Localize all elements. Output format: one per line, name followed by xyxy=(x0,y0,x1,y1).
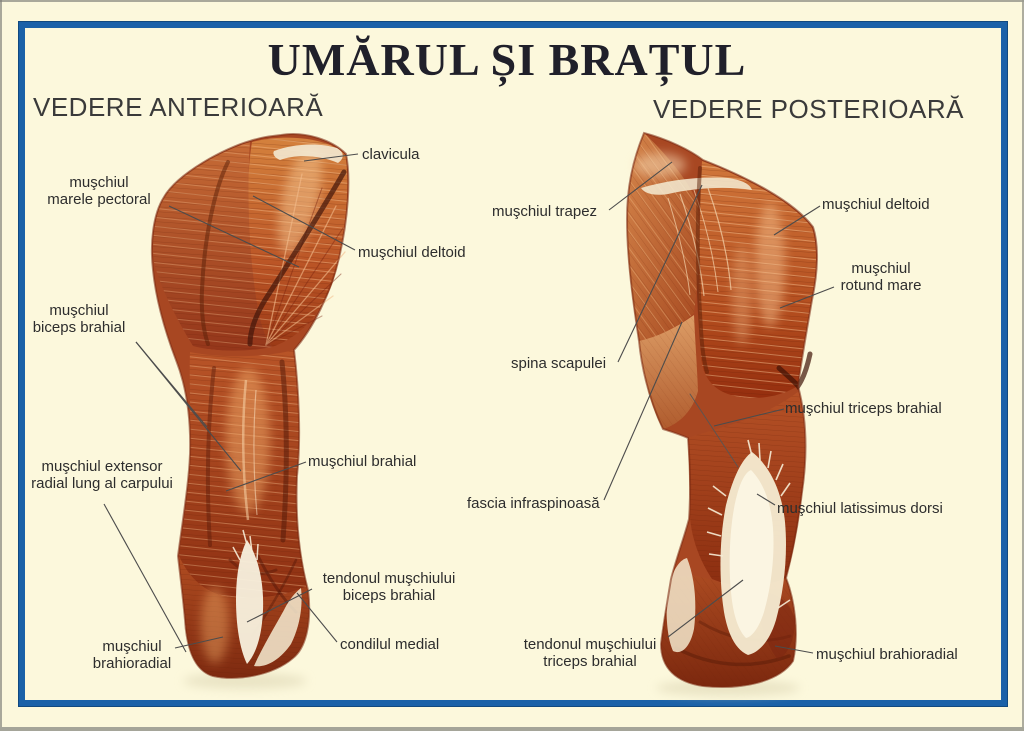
screenshot-edge-top xyxy=(0,0,1024,2)
leader-extensor xyxy=(103,503,187,653)
leader-tendon-triceps xyxy=(667,579,744,638)
triceps-tendon-white xyxy=(666,439,791,655)
label-muschiul-trapez: muşchiul trapez xyxy=(492,203,598,220)
label-line: muşchiul extensor xyxy=(41,458,163,475)
leader-deltoid-right xyxy=(773,205,821,236)
leader-deltoid-left xyxy=(252,195,356,251)
label-condilul-medial: condilul medial xyxy=(340,636,440,653)
label-line: muşchiul xyxy=(49,302,109,319)
leader-tendon-biceps xyxy=(246,588,313,623)
leader-triceps xyxy=(713,408,785,427)
leader-rotund-mare xyxy=(779,286,835,309)
leader-marele-pectoral xyxy=(168,205,300,268)
poster-title: UMĂRUL ȘI BRAȚUL xyxy=(267,34,747,85)
scapular-spine-highlight xyxy=(641,177,752,195)
label-muschiul-rotund-mare: muşchiul rotund mare xyxy=(834,260,928,294)
leader-spina-scapulei xyxy=(617,184,703,363)
label-muschiul-deltoid-anterior: muşchiul deltoid xyxy=(358,244,466,261)
figure-anterior-arm xyxy=(150,133,350,679)
leader-fascia xyxy=(603,321,683,501)
label-muschiul-latissimus-dorsi: muşchiul latissimus dorsi xyxy=(777,500,943,517)
label-muschiul-biceps-brahial: muşchiul biceps brahial xyxy=(22,302,136,336)
label-clavicula: clavicula xyxy=(362,146,420,163)
label-muschiul-triceps-brahial: muşchiul triceps brahial xyxy=(785,400,942,417)
leader-brahial xyxy=(225,461,307,492)
muscle-fiber-fan xyxy=(265,173,346,346)
figure-posterior-arm xyxy=(626,132,819,688)
leader-condil xyxy=(296,592,338,643)
screenshot-edge-left xyxy=(0,0,2,731)
label-line: triceps brahial xyxy=(543,653,637,670)
leader-biceps-2 xyxy=(135,341,242,472)
label-muschiul-marele-pectoral: muşchiul marele pectoral xyxy=(33,174,165,208)
label-muschiul-brahioradial-posterior: muşchiul brahioradial xyxy=(816,646,958,663)
label-line: muşchiul xyxy=(102,638,162,655)
heading-vedere-anterioara: VEDERE ANTERIOARĂ xyxy=(33,92,324,122)
leader-lines xyxy=(103,153,835,654)
leader-brahioradial-left xyxy=(174,636,224,649)
label-line: biceps brahial xyxy=(342,587,436,604)
screenshot-edge-bottom xyxy=(0,727,1024,731)
label-fascia-infraspinoasa: fascia infraspinoasă xyxy=(467,495,600,512)
leader-brahioradial-right xyxy=(774,645,814,654)
label-muschiul-brahial: muşchiul brahial xyxy=(308,453,417,470)
label-muschiul-extensor-radial: muşchiul extensor radial lung al carpulu… xyxy=(20,458,184,492)
label-line: marele pectoral xyxy=(47,191,151,208)
screenshot-edge-right xyxy=(1022,0,1024,731)
leader-trapez xyxy=(608,161,673,211)
label-line: rotund mare xyxy=(840,277,922,294)
heading-vedere-posterioara: VEDERE POSTERIOARĂ xyxy=(653,94,964,124)
leader-clavicula xyxy=(303,153,359,162)
label-muschiul-deltoid-posterior: muşchiul deltoid xyxy=(822,196,930,213)
label-line: muşchiul xyxy=(851,260,911,277)
label-tendonul-biceps-brahial: tendonul muşchiului biceps brahial xyxy=(314,570,464,604)
label-spina-scapulei: spina scapulei xyxy=(511,355,607,372)
label-muschiul-brahioradial-anterior: muşchiul brahioradial xyxy=(88,638,176,672)
label-line: biceps brahial xyxy=(32,319,126,336)
label-line: brahioradial xyxy=(92,655,172,672)
label-line: tendonul muşchiului xyxy=(523,636,657,653)
label-line: tendonul muşchiului xyxy=(322,570,456,587)
label-line: radial lung al carpului xyxy=(31,475,173,492)
leader-latissimus xyxy=(756,493,776,506)
biceps-tendon-white xyxy=(232,529,302,667)
deltoid-fiber-streaks xyxy=(667,187,732,297)
label-line: muşchiul xyxy=(69,174,129,191)
label-tendonul-triceps-brahial: tendonul muşchiului triceps brahial xyxy=(516,636,664,670)
poster-border xyxy=(19,22,1007,706)
